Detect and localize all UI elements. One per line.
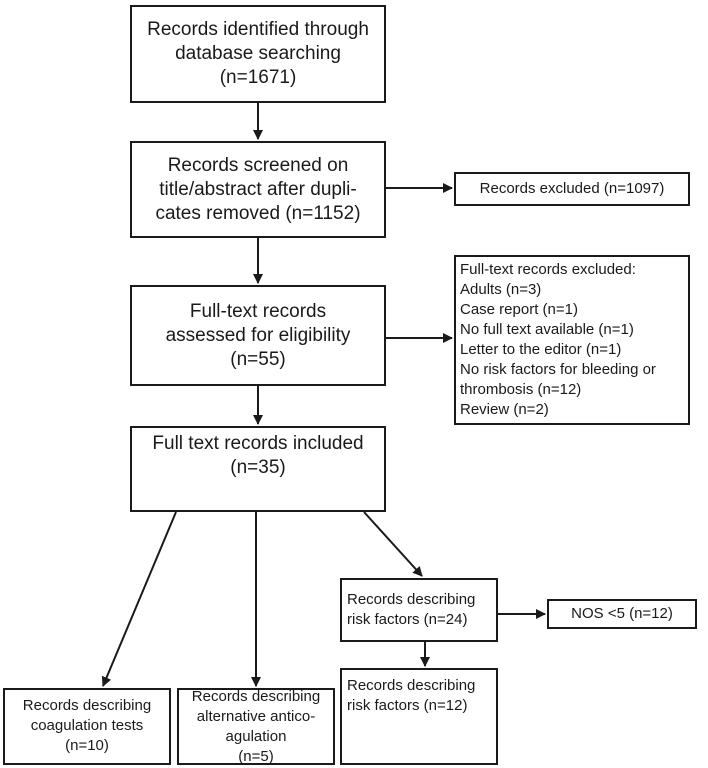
- records-screened-line1: Records screened on: [167, 154, 349, 176]
- full-text-included-count: (n=35): [230, 457, 286, 478]
- alternative-line3: agulation: [225, 727, 287, 745]
- alternative-anticoagulation-box: Records describing alternative antico- a…: [177, 688, 335, 765]
- excluded-reason-no-risk-factors: No risk factors for bleeding or: [460, 361, 656, 378]
- excluded-reason-adults: Adults (n=3): [460, 281, 542, 298]
- records-screened-line3: cates removed (n=1152): [155, 202, 361, 224]
- full-text-excluded-title: Full-text records excluded:: [460, 261, 636, 278]
- arrow-included-to-coagulation: [101, 511, 177, 687]
- excluded-reason-review: Review (n=2): [460, 401, 549, 418]
- records-identified-box: Records identified through database sear…: [130, 5, 386, 103]
- coagulation-tests-box: Records describing coagulation tests (n=…: [3, 688, 171, 765]
- full-text-assessed-line2: assessed for eligibility: [165, 324, 351, 346]
- records-screened-line2: title/abstract after dupli-: [159, 178, 357, 200]
- risk-factors-12-line2: risk factors (n=12): [347, 697, 468, 714]
- coagulation-tests-line2: coagulation tests: [30, 717, 144, 734]
- excluded-reason-no-full-text: No full text available (n=1): [460, 321, 634, 338]
- nos-label: NOS <5 (n=12): [571, 605, 673, 622]
- full-text-assessed-line1: Full-text records: [189, 300, 327, 322]
- risk-factors-12-line1: Records describing: [347, 677, 476, 694]
- full-text-assessed-count: (n=55): [230, 348, 286, 370]
- risk-factors-24-line1: Records describing: [347, 591, 476, 608]
- records-identified-count: (n=1671): [219, 67, 297, 88]
- arrow-included-to-risk-factors: [363, 511, 423, 577]
- records-excluded-label: Records excluded (n=1097): [479, 180, 665, 197]
- records-identified-line2: database searching: [175, 43, 341, 64]
- full-text-assessed-box: Full-text records assessed for eligibili…: [130, 285, 386, 386]
- records-excluded-box: Records excluded (n=1097): [454, 172, 690, 206]
- records-screened-box: Records screened on title/abstract after…: [130, 141, 386, 238]
- full-text-included-box: Full text records included (n=35): [130, 426, 386, 512]
- risk-factors-12-box: Records describing risk factors (n=12): [340, 668, 498, 765]
- full-text-included-line1: Full text records included: [152, 433, 364, 454]
- risk-factors-24-box: Records describing risk factors (n=24): [340, 578, 498, 642]
- risk-factors-24-line2: risk factors (n=24): [347, 611, 468, 628]
- full-text-excluded-box: Full-text records excluded: Adults (n=3)…: [454, 255, 690, 425]
- alternative-line2: alternative antico-: [196, 707, 316, 725]
- excluded-reason-letter: Letter to the editor (n=1): [460, 341, 622, 358]
- alternative-line1: Records describing: [191, 687, 321, 705]
- coagulation-tests-line1: Records describing: [22, 697, 152, 714]
- nos-box: NOS <5 (n=12): [547, 599, 697, 629]
- excluded-reason-no-risk-factors-cont: thrombosis (n=12): [460, 381, 582, 398]
- excluded-reason-case-report: Case report (n=1): [460, 301, 578, 318]
- records-identified-line1: Records identified through: [147, 19, 369, 40]
- alternative-count: (n=5): [238, 747, 274, 765]
- coagulation-tests-count: (n=10): [65, 737, 109, 754]
